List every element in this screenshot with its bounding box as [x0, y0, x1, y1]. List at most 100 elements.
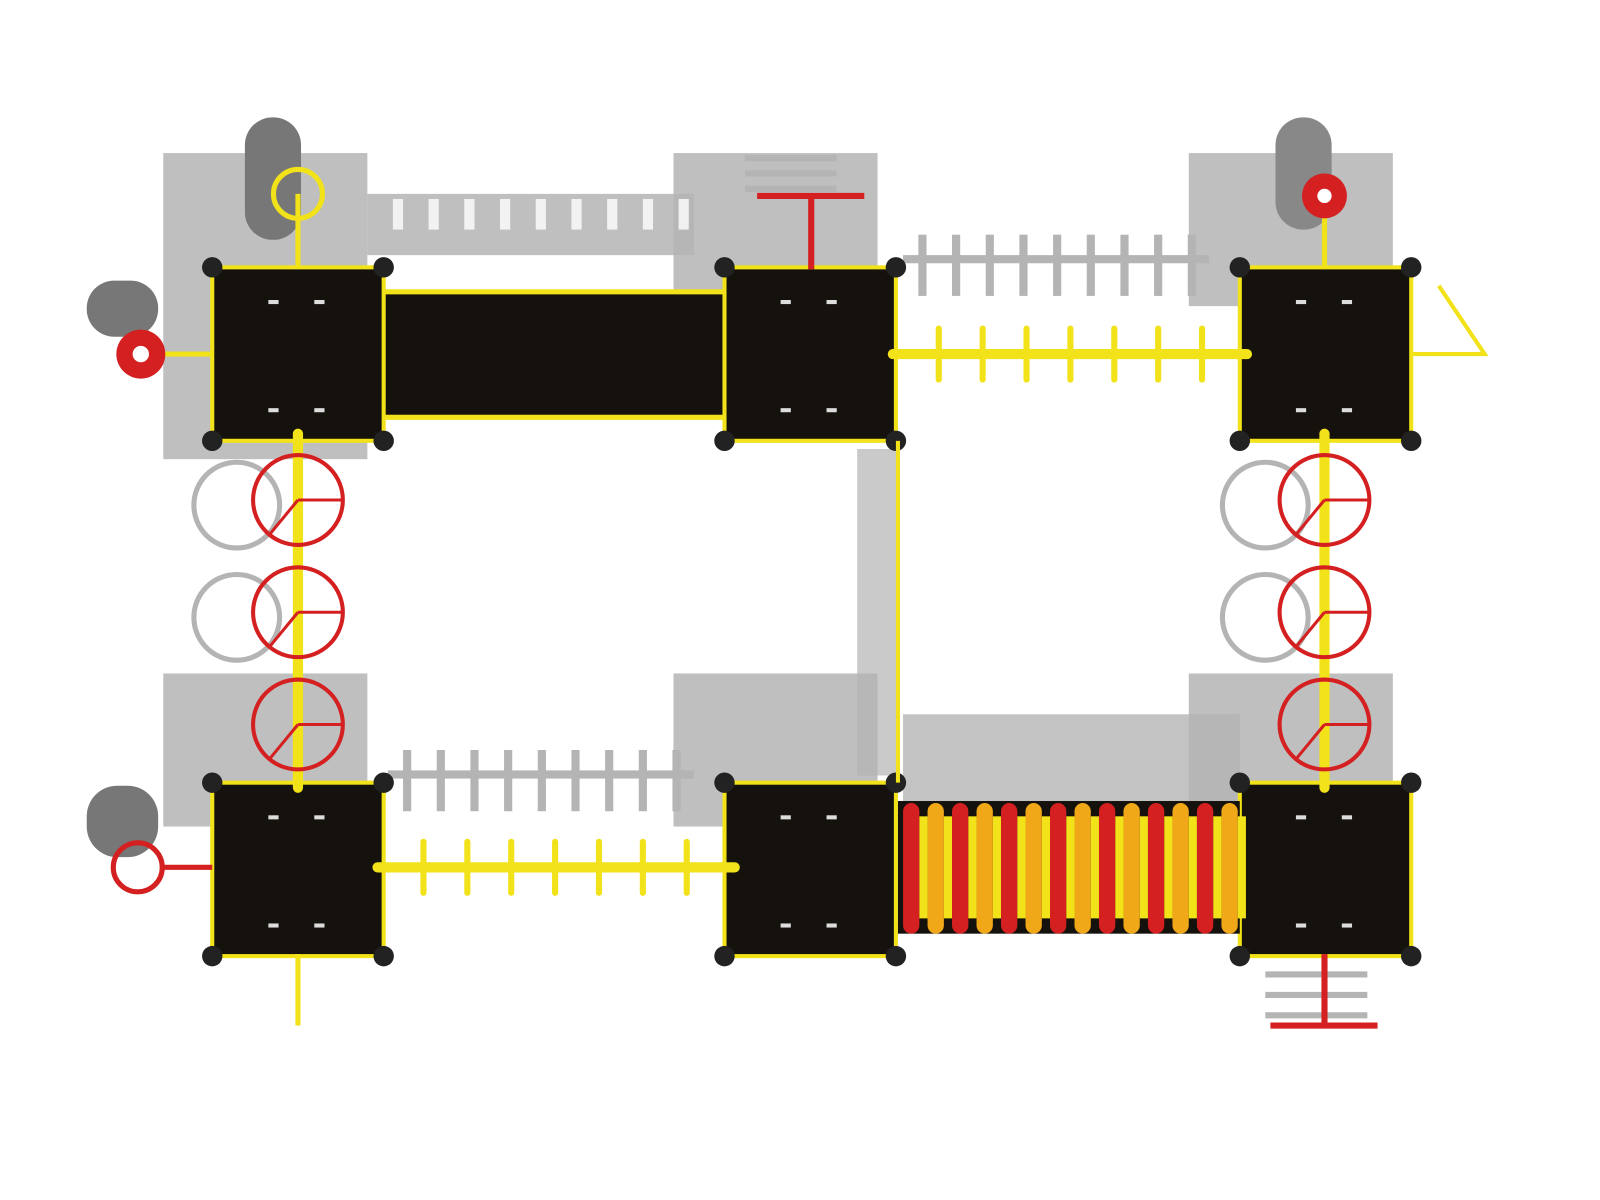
deck [724, 782, 896, 957]
tunnel-hoop [976, 803, 993, 934]
spring-rider [757, 192, 865, 270]
post-cap [1401, 772, 1422, 793]
ring-spoke [1294, 498, 1370, 536]
deck-bolt [1295, 815, 1307, 820]
tunnel-hoop [1172, 803, 1189, 934]
tunnel-gap [1066, 816, 1075, 919]
overhead-ladder-rung [552, 838, 559, 896]
deck-bolt [780, 408, 791, 413]
steering-wheel [270, 166, 325, 221]
deck [724, 267, 896, 441]
deck-bolt [780, 815, 791, 820]
ladder-shadow-rung [1120, 234, 1129, 296]
bridge-shadow-slat [607, 198, 618, 230]
ladder-shadow-rail [903, 255, 1210, 264]
bridge-shadow-slat [428, 198, 439, 230]
tunnel-gap [919, 816, 928, 919]
post-cap [885, 257, 907, 278]
ladder-shadow-rung [1019, 234, 1028, 296]
deck-bolt [1341, 300, 1353, 305]
tunnel-shadow [903, 714, 1240, 807]
deck-bolt [268, 408, 279, 413]
deck-bolt [314, 923, 325, 928]
deck-bolt [1341, 923, 1353, 928]
deck-bolt [1341, 815, 1353, 820]
overhead-ladder-rung [595, 838, 603, 896]
post-cap [1401, 257, 1422, 278]
steering-wheel-hub [132, 345, 149, 363]
ladder-shadow-rung [1053, 234, 1062, 296]
overhead-ladder-rung [464, 838, 471, 896]
post-cap [373, 257, 394, 278]
tunnel-gap [1041, 816, 1050, 919]
ladder-shadow-rung [1187, 234, 1196, 296]
ring-shadow [1219, 571, 1311, 663]
tunnel-gap [992, 816, 1002, 919]
post-cap [373, 772, 394, 793]
tunnel-hoop [903, 803, 920, 934]
tunnel-gap [1188, 816, 1197, 919]
deck-bolt [826, 408, 837, 413]
bridge-shadow-slat [500, 198, 511, 230]
tunnel-hoop [1001, 803, 1018, 934]
tunnel-gap [1213, 816, 1222, 919]
deck-shadow [367, 193, 694, 256]
side-rail [1411, 284, 1489, 357]
post-cap [714, 430, 735, 452]
deck-bolt [780, 923, 791, 928]
post-cap [885, 945, 907, 967]
ladder-shadow-rung [504, 750, 513, 812]
post-cap [1229, 772, 1250, 793]
deck [212, 267, 384, 441]
tunnel-gap [943, 816, 953, 919]
tunnel-gap [1139, 816, 1148, 919]
tunnel-hoop [1221, 803, 1238, 934]
deck-bolt [268, 300, 279, 305]
overhead-ladder-rung [508, 838, 515, 896]
post-cap [373, 945, 394, 967]
tunnel-hoop [1074, 803, 1091, 934]
deck-bolt [826, 923, 837, 928]
tunnel-gap [1090, 816, 1099, 919]
deck-bolt [1295, 923, 1307, 928]
bridge-shadow-slat [642, 198, 654, 230]
spring-rider-shadow [744, 155, 837, 192]
tunnel-gap [968, 816, 977, 919]
bridge-shadow-slat [678, 198, 689, 230]
ladder-shadow-rail [387, 770, 694, 779]
tunnel-hoop [1050, 803, 1067, 934]
ring-spoke [268, 722, 343, 761]
bridge-shadow-slat [464, 198, 475, 230]
structure-layer [110, 166, 1489, 1029]
tunnel-gap [1115, 816, 1124, 919]
deck-bolt [826, 815, 837, 820]
deck-bolt [1295, 300, 1307, 305]
post-cap [1401, 945, 1422, 967]
deck [1239, 782, 1412, 957]
ladder-shadow-rung [1086, 234, 1095, 296]
ladder-shadow-rung [537, 750, 546, 812]
overhead-ladder-rung [1198, 325, 1206, 383]
tunnel-hoop [952, 803, 969, 934]
bridge-shadow-slat [535, 198, 546, 230]
overhead-ladder-rung [935, 325, 942, 383]
overhead-ladder-rung [979, 325, 986, 383]
ladder-shadow-rung [605, 750, 614, 812]
ladder-shadow-rung [470, 750, 479, 812]
post-cap [202, 772, 223, 793]
deck-bolt [314, 408, 325, 413]
ring-spoke [1294, 722, 1370, 761]
bridge-deck [382, 290, 725, 419]
post-cap [1229, 945, 1250, 967]
post-cap [202, 430, 223, 452]
ring-spoke [268, 498, 343, 536]
post-cap [202, 945, 223, 967]
wheel-shadow [86, 785, 159, 858]
ladder-shadow-rung [436, 750, 445, 812]
bridge-shadow-slat [571, 198, 582, 230]
ladder-shadow-rung [1154, 234, 1163, 296]
wheel-shadow [244, 117, 302, 240]
deck [212, 782, 384, 957]
ring-spoke [268, 610, 343, 648]
